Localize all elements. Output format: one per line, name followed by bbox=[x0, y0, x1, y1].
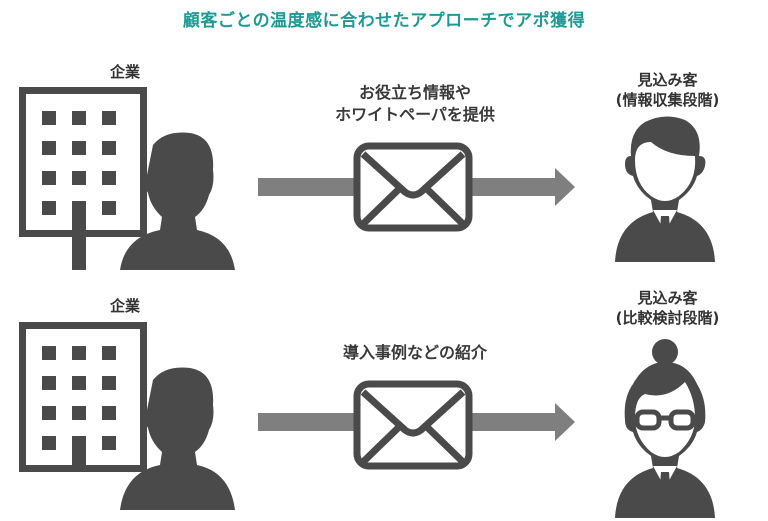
message-line-1: 導入事例などの紹介 bbox=[342, 343, 487, 362]
company-building-with-person-icon-1 bbox=[19, 87, 235, 270]
message-line-1: お役立ち情報や bbox=[358, 83, 471, 102]
message-line-2: ホワイトペーパを提供 bbox=[335, 105, 495, 124]
sender-label-1: 企業 bbox=[109, 63, 140, 81]
recipient-label-1: 見込み客 bbox=[637, 71, 698, 89]
company-building-with-person-icon-2 bbox=[19, 322, 235, 510]
building-icon bbox=[19, 87, 147, 270]
envelope-icon-1 bbox=[353, 142, 473, 232]
building-icon bbox=[19, 322, 147, 472]
glasses-icon bbox=[634, 409, 696, 431]
envelope-icon-2 bbox=[353, 380, 473, 470]
recipient-stage-2: (比較検討段階) bbox=[615, 309, 720, 327]
recipient-stage-1: (情報収集段階) bbox=[615, 91, 720, 109]
person-silhouette-icon bbox=[120, 132, 235, 270]
businessman-icon bbox=[615, 116, 715, 262]
sender-label-2: 企業 bbox=[109, 297, 140, 315]
person-silhouette-icon bbox=[120, 367, 235, 510]
businesswoman-glasses-icon bbox=[615, 339, 715, 518]
recipient-label-2: 見込み客 bbox=[637, 289, 698, 307]
diagram-title: 顧客ごとの温度感に合わせたアプローチでアポ獲得 bbox=[182, 11, 586, 31]
